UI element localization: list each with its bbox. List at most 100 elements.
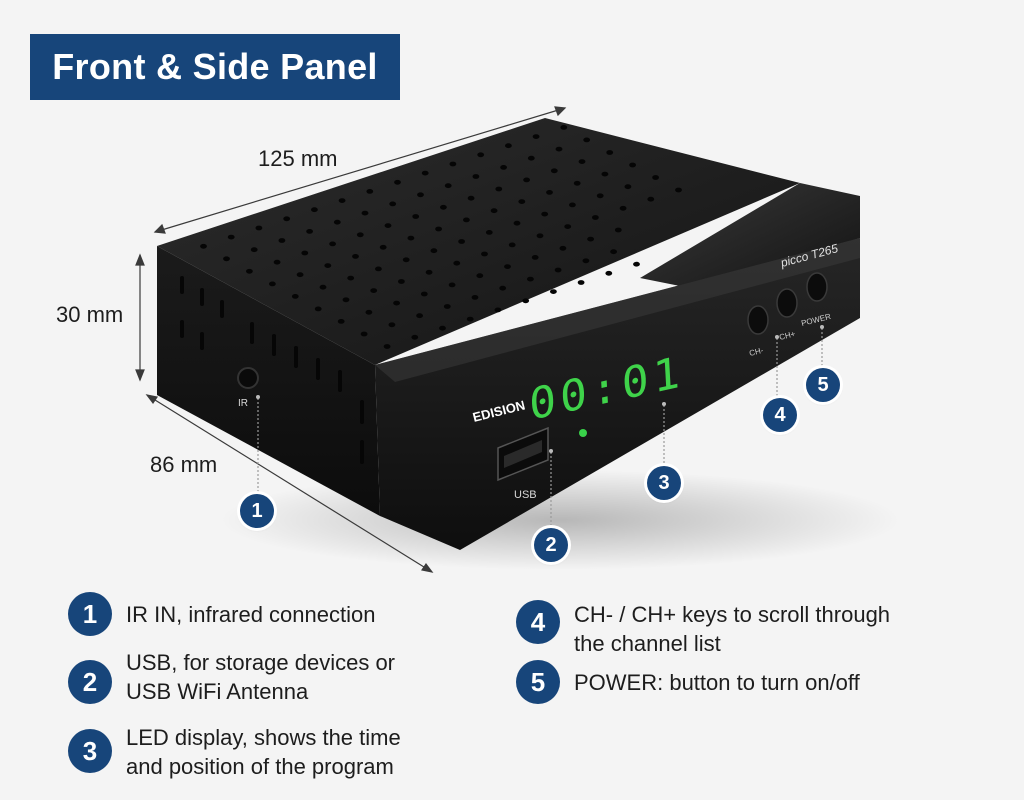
vent-hole [495, 186, 503, 192]
front-buttons [747, 272, 828, 335]
vent-hole [523, 177, 530, 183]
vent-hole [435, 226, 442, 232]
vent-hole [420, 291, 428, 297]
vent-hole [389, 201, 397, 207]
vent-hole [337, 319, 345, 324]
vent-hole [246, 268, 253, 274]
vent-hole [481, 251, 488, 257]
vent-hole [467, 195, 475, 201]
legend-line: POWER: button to turn on/off [574, 670, 860, 695]
legend-item-1: 1 IR IN, infrared connection [68, 592, 375, 636]
dimension-lines [135, 106, 567, 573]
vent-hole [463, 217, 470, 223]
vent-hole [443, 304, 451, 309]
vent-hole [342, 297, 350, 303]
vent-hole [402, 257, 410, 263]
vent-hole [296, 272, 304, 278]
legend-line: USB WiFi Antenna [126, 679, 309, 704]
vent-hole [255, 225, 263, 231]
vent-hole [306, 229, 313, 234]
vent-hole [536, 233, 544, 239]
vent-hole [273, 259, 281, 265]
vent-hole [394, 179, 401, 185]
vent-hole [522, 298, 530, 304]
vent-hole [527, 276, 534, 282]
vent-hole [361, 210, 369, 216]
page-title: Front & Side Panel [52, 46, 378, 87]
vent-hole [227, 234, 235, 240]
vent-hole [508, 242, 516, 248]
vent-hole [430, 248, 438, 254]
legend-badge: 3 [68, 729, 112, 773]
vent-hole [582, 258, 590, 264]
dimension-depth-label: 86 mm [150, 452, 218, 477]
legend-text: IR IN, infrared connection [126, 592, 375, 629]
ir-port-label: IR [238, 398, 248, 409]
vent-hole [527, 155, 535, 161]
vent-hole [587, 236, 594, 242]
vent-hole [555, 146, 563, 152]
legend-line: CH- / CH+ keys to scroll through [574, 602, 891, 627]
vent-hole [675, 187, 682, 193]
legend-text: LED display, shows the time and position… [126, 723, 401, 781]
vent-hole [499, 285, 507, 291]
vent-holes [200, 125, 682, 349]
vent-hole [383, 344, 391, 349]
legend-item-2: 2 USB, for storage devices or USB WiFi A… [68, 648, 395, 706]
vent-hole [398, 279, 405, 284]
vent-hole [614, 227, 622, 233]
vent-hole [365, 309, 373, 315]
vent-hole [583, 137, 591, 143]
legend-item-5: 5 POWER: button to turn on/off [516, 660, 860, 704]
vent-hole [577, 280, 585, 285]
legend-badge: 1 [68, 592, 112, 636]
vent-hole [352, 254, 359, 259]
vent-hole [500, 165, 507, 170]
legend-text: CH- / CH+ keys to scroll through the cha… [574, 600, 890, 658]
vent-hole [421, 170, 429, 176]
vent-hole [560, 125, 568, 130]
vent-hole [477, 152, 485, 158]
vent-hole [411, 334, 419, 340]
legend-line: IR IN, infrared connection [126, 602, 376, 627]
vent-hole [283, 216, 291, 222]
vent-hole [472, 174, 480, 179]
vent-hole [439, 325, 446, 331]
legend-badge: 4 [516, 600, 560, 644]
vent-hole [338, 198, 346, 204]
ir-port [237, 367, 259, 389]
vent-hole [388, 322, 396, 328]
glossy-top-strip [640, 183, 860, 290]
vent-hole [619, 205, 627, 211]
led-indicator [579, 429, 587, 437]
header-banner: Front & Side Panel [30, 34, 400, 100]
vent-hole [384, 223, 392, 229]
vent-hole [624, 184, 632, 190]
dimension-width-label: 125 mm [258, 146, 338, 171]
legend-line: USB, for storage devices or [126, 650, 396, 675]
usb-port [497, 426, 549, 482]
vent-hole [629, 162, 636, 168]
vent-hole [466, 316, 474, 322]
vent-hole [531, 255, 539, 260]
vent-hole [471, 295, 479, 300]
marker-4: 4 [763, 398, 797, 432]
ch-plus-label: CH+ [778, 329, 796, 342]
vent-hole [250, 247, 258, 253]
marker-5: 5 [806, 368, 840, 402]
legend-item-4: 4 CH- / CH+ keys to scroll through the c… [516, 600, 890, 658]
ch-minus-label: CH- [748, 346, 764, 358]
vent-hole [269, 281, 276, 287]
legend-line: and position of the program [126, 754, 394, 779]
marker-1: 1 [240, 494, 274, 528]
vent-hole [559, 245, 567, 251]
vent-hole [311, 207, 318, 213]
vent-hole [370, 288, 378, 293]
vent-hole [490, 208, 498, 214]
vent-hole [223, 256, 230, 262]
legend-badge: 5 [516, 660, 560, 704]
vent-hole [347, 275, 355, 281]
usb-port-label: USB [514, 489, 537, 501]
front-gloss [375, 238, 860, 382]
